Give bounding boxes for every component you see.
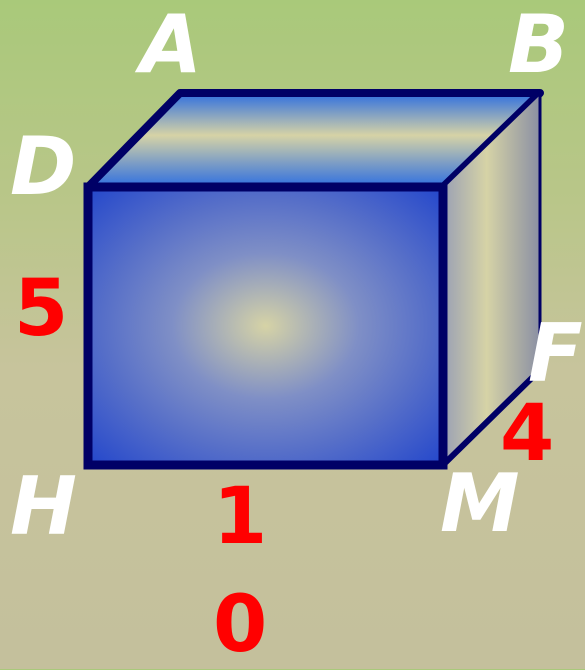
depth-dimension-label: 4 bbox=[500, 389, 555, 479]
vertex-label-m: M bbox=[440, 457, 520, 550]
height-dimension-label: 5 bbox=[14, 264, 69, 354]
width-dimension-label-line1: 1 bbox=[213, 472, 268, 562]
vertex-label-d: D bbox=[10, 120, 77, 213]
width-dimension-label-line2: 0 bbox=[213, 580, 268, 670]
vertex-label-f: F bbox=[528, 307, 583, 400]
cuboid-front-face bbox=[83, 182, 448, 470]
vertex-label-h: H bbox=[10, 460, 77, 553]
cuboid-depth-edge bbox=[440, 367, 543, 468]
vertex-label-a: A bbox=[140, 0, 202, 91]
vertex-label-b: B bbox=[508, 0, 569, 91]
